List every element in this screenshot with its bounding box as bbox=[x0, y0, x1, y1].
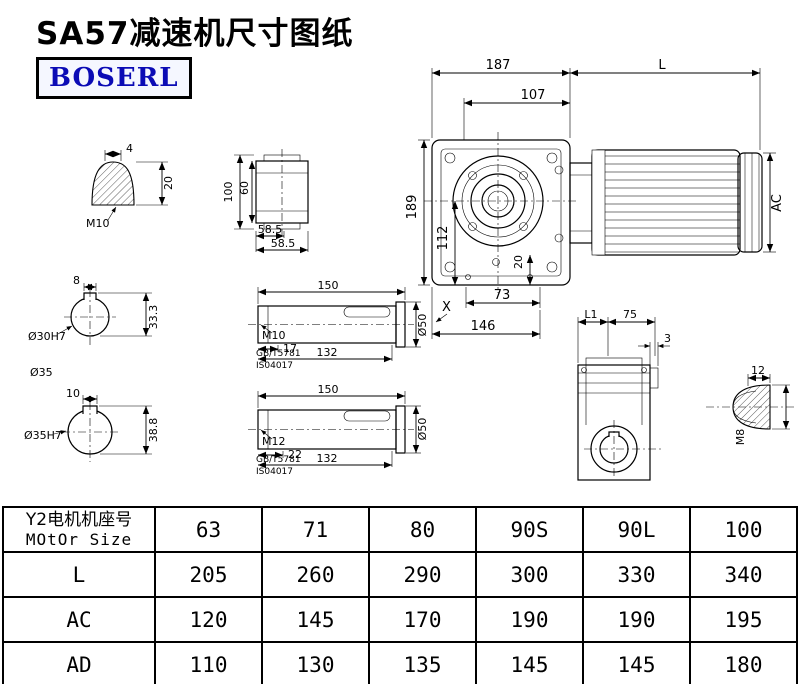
bore-30-label: Ø30H7 bbox=[28, 330, 66, 343]
dim-L: L bbox=[658, 58, 666, 73]
motor-size-header-cell: Y2电机机座号 MOtOr Size bbox=[2, 506, 156, 553]
dim-3: 3 bbox=[664, 332, 671, 345]
standard-gb-b: GB/T5781 bbox=[256, 455, 301, 465]
dim-187: 187 bbox=[486, 58, 511, 73]
row-label-L: L bbox=[2, 551, 156, 598]
dim-AC: AC bbox=[770, 194, 785, 212]
dim-L1: L1 bbox=[584, 308, 597, 321]
thread-label-m10: M10 bbox=[86, 217, 110, 230]
row-label-AC: AC bbox=[2, 596, 156, 643]
standard-iso-a: IS04017 bbox=[256, 361, 293, 371]
bore-30-drawing: 8 33.3 Ø30H7 Ø35 bbox=[28, 274, 160, 379]
dim-8: 8 bbox=[73, 274, 80, 287]
value-AC-100: 195 bbox=[689, 596, 798, 643]
plug-detail-drawing: 12 M8 bbox=[706, 364, 795, 445]
value-L-100: 340 bbox=[689, 551, 798, 598]
dim-132-a: 132 bbox=[317, 346, 338, 359]
value-L-63: 205 bbox=[154, 551, 263, 598]
standard-gb-a: GB/T5781 bbox=[256, 349, 301, 359]
dim-12: 12 bbox=[751, 364, 765, 377]
motor-fan-cover bbox=[737, 152, 763, 253]
bore-35-label: Ø35H7 bbox=[24, 429, 62, 442]
motor-size-col-100: 100 bbox=[689, 506, 798, 553]
dim-38-8: 38.8 bbox=[147, 418, 160, 443]
value-AC-63: 120 bbox=[154, 596, 263, 643]
thread-label-m10-shaft: M10 bbox=[262, 329, 286, 342]
motor-size-table: Y2电机机座号 MOtOr Size 63 71 80 90S 90L 100 … bbox=[2, 506, 798, 684]
dim-112: 112 bbox=[436, 226, 451, 251]
dim-75: 75 bbox=[623, 308, 637, 321]
dim-33-3: 33.3 bbox=[147, 305, 160, 330]
dim-132-b: 132 bbox=[317, 452, 338, 465]
dim-189: 189 bbox=[405, 195, 420, 220]
shaft-end-view-drawing: 100 60 58.5 58.5 bbox=[222, 149, 309, 254]
table-row-AD: AD 110 130 135 145 145 180 bbox=[2, 641, 798, 684]
dim-dia50-b: Ø50 bbox=[416, 418, 429, 441]
gearbox-outline bbox=[431, 139, 571, 286]
technical-drawing: 4 20 M10 100 60 58.5 bbox=[24, 58, 795, 481]
value-AD-63: 110 bbox=[154, 641, 263, 684]
dim-17: 17 bbox=[283, 342, 297, 355]
dim-60: 60 bbox=[238, 181, 251, 195]
dim-4: 4 bbox=[126, 142, 133, 155]
motor-size-col-80: 80 bbox=[368, 506, 477, 553]
motor-body bbox=[591, 149, 741, 256]
table-row-L: L 205 260 290 300 330 340 bbox=[2, 551, 798, 598]
brand-logo: BOSERL bbox=[36, 57, 192, 99]
motor-size-col-71: 71 bbox=[261, 506, 370, 553]
value-AC-90S: 190 bbox=[475, 596, 584, 643]
table-row-header: Y2电机机座号 MOtOr Size 63 71 80 90S 90L 100 bbox=[2, 506, 798, 553]
value-AC-80: 170 bbox=[368, 596, 477, 643]
shaft-m12-drawing: 150 Ø50 M12 22 132 GB/T5781 IS04017 bbox=[248, 383, 429, 477]
motor-size-col-63: 63 bbox=[154, 506, 263, 553]
dim-150-a: 150 bbox=[318, 279, 339, 292]
value-AD-90S: 145 bbox=[475, 641, 584, 684]
thread-label-m12-shaft: M12 bbox=[262, 435, 286, 448]
motor-size-label-en: MOtOr Size bbox=[25, 530, 133, 549]
motor-frame-label-cn: Y2电机机座号 bbox=[25, 510, 133, 530]
bore-35-drawing: 10 38.8 Ø35H7 bbox=[24, 387, 160, 462]
table-row-AC: AC 120 145 170 190 190 195 bbox=[2, 596, 798, 643]
dim-150-b: 150 bbox=[318, 383, 339, 396]
value-AD-100: 180 bbox=[689, 641, 798, 684]
main-assembly-drawing: 187 L 107 189 112 20 73 146 X bbox=[405, 58, 785, 339]
gearbox-side-view-drawing: L1 75 3 bbox=[577, 308, 671, 481]
dim-20: 20 bbox=[162, 176, 175, 190]
value-AC-71: 145 bbox=[261, 596, 370, 643]
key-detail-drawing: 4 20 M10 bbox=[86, 142, 175, 230]
value-AD-71: 130 bbox=[261, 641, 370, 684]
page-title: SA57减速机尺寸图纸 bbox=[36, 16, 354, 52]
value-L-80: 290 bbox=[368, 551, 477, 598]
dim-146: 146 bbox=[471, 319, 496, 334]
value-L-90S: 300 bbox=[475, 551, 584, 598]
value-L-90L: 330 bbox=[582, 551, 691, 598]
dim-58-5-b: 58.5 bbox=[271, 237, 296, 250]
dim-107: 107 bbox=[521, 88, 546, 103]
standard-iso-b: IS04017 bbox=[256, 467, 293, 477]
dim-58-5-a: 58.5 bbox=[258, 223, 283, 236]
dim-100: 100 bbox=[222, 182, 235, 203]
dim-20-main: 20 bbox=[512, 255, 525, 269]
value-L-71: 260 bbox=[261, 551, 370, 598]
motor-size-col-90L: 90L bbox=[582, 506, 691, 553]
dia-35-label: Ø35 bbox=[30, 366, 53, 379]
value-AD-80: 135 bbox=[368, 641, 477, 684]
dim-22: 22 bbox=[288, 448, 302, 461]
shaft-m10-drawing: 150 Ø50 M10 17 132 GB/T5781 IS04017 bbox=[248, 279, 429, 371]
motor-size-col-90S: 90S bbox=[475, 506, 584, 553]
label-X: X bbox=[442, 300, 451, 315]
dim-dia50-a: Ø50 bbox=[416, 314, 429, 337]
value-AC-90L: 190 bbox=[582, 596, 691, 643]
dim-M8: M8 bbox=[734, 429, 747, 446]
dim-10: 10 bbox=[66, 387, 80, 400]
dim-73: 73 bbox=[494, 288, 511, 303]
value-AD-90L: 145 bbox=[582, 641, 691, 684]
row-label-AD: AD bbox=[2, 641, 156, 684]
